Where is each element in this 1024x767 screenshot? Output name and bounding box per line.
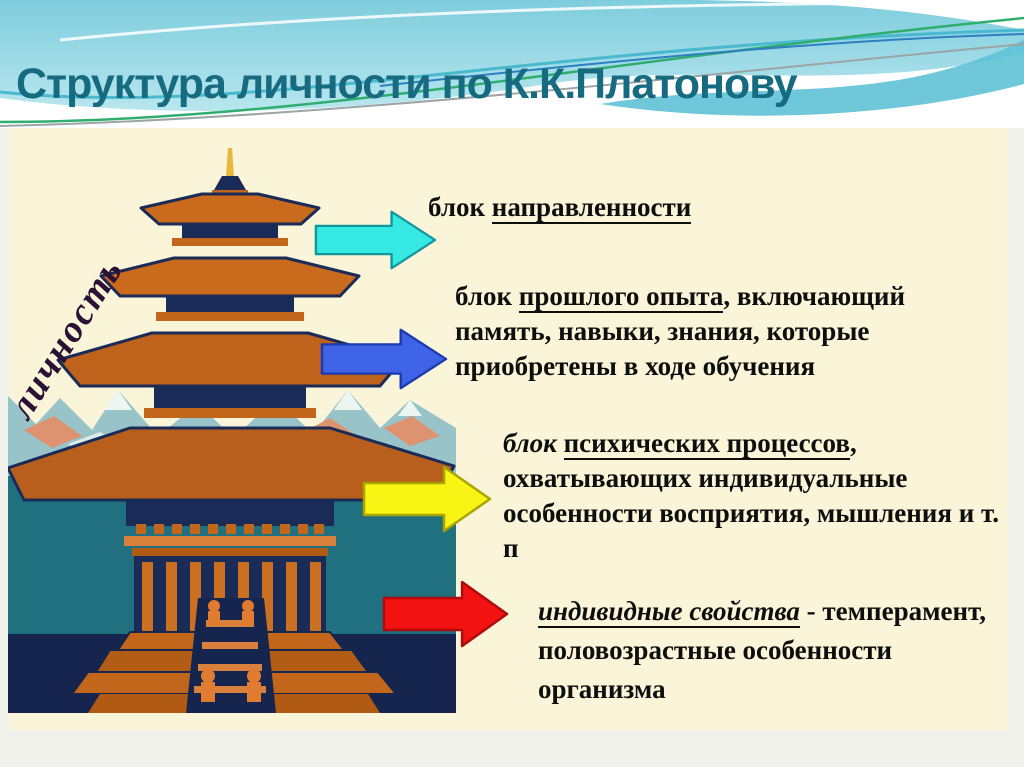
red-arrow-icon [382,580,509,648]
slide-title: Структура личности по К.К.Платонову [16,60,798,108]
block-direction-term: направленности [491,192,692,224]
block-past-lead: блок [455,281,519,311]
block-past-rest: , включающий память, навыки, знания, кот… [455,281,906,381]
block-mental-lead: блок [503,428,564,458]
header-banner: Структура личности по К.К.Платонову [0,0,1024,128]
cyan-arrow-icon [314,210,437,270]
text-block-individual-properties: индивидные свойства - темперамент, полов… [538,592,1018,709]
pagoda-image [6,128,456,713]
blue-arrow-icon [320,328,448,390]
block-individual-rest: - темперамент, половозрастные особенност… [538,596,987,704]
text-block-mental-processes: блок психических процессов, охватывающих… [503,426,1018,566]
block-mental-rest: , охватывающих индивидуальные особенност… [503,428,999,563]
block-individual-term: индивидные свойства [538,596,800,628]
header-wave-decoration [0,0,1024,128]
block-direction-lead: блок [428,192,492,222]
block-mental-term: психических процессов [563,428,850,460]
pagoda-illustration: личность [0,128,456,713]
block-past-term: прошлого опыта [518,281,724,313]
text-block-direction: блок направленности [428,190,692,225]
yellow-arrow-icon [362,465,492,533]
text-block-past-experience: блок прошлого опыта, включающий память, … [455,279,955,384]
